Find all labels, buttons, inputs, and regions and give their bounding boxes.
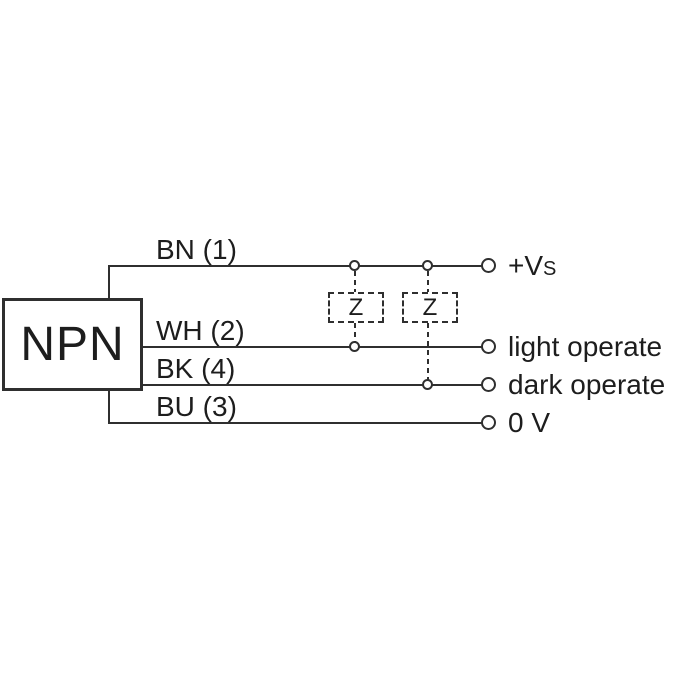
dashed-connector-z1-top <box>354 271 356 292</box>
junction-node-light <box>349 341 360 352</box>
terminal-circle-dark <box>481 377 496 392</box>
impedance-label-2: Z <box>422 293 438 321</box>
dashed-connector-z1-bottom <box>354 323 356 342</box>
device-connector-top <box>108 265 110 300</box>
wire-wh-line <box>142 346 482 348</box>
wire-label-wh: WH (2) <box>156 315 245 346</box>
terminal-label-light: light operate <box>508 331 663 362</box>
terminal-circle-light <box>481 339 496 354</box>
terminal-label-vs: +VS <box>508 251 556 284</box>
terminal-circle-zero <box>481 415 496 430</box>
wire-bk-line <box>142 384 482 386</box>
wire-label-bu: BU (3) <box>156 391 237 422</box>
wire-label-bk: BK (4) <box>156 353 236 384</box>
terminal-label-vs-main: +V <box>508 250 544 281</box>
impedance-box-1: Z <box>328 292 384 323</box>
wire-label-bn: BN (1) <box>156 234 237 265</box>
dashed-connector-z2-top <box>427 271 429 292</box>
terminal-circle-vs <box>481 258 496 273</box>
terminal-label-dark: dark operate <box>508 369 666 400</box>
junction-node-vs-1 <box>349 260 360 271</box>
terminal-label-zero: 0 V <box>508 407 551 438</box>
impedance-label-1: Z <box>348 293 364 321</box>
wire-bn-line <box>108 265 482 267</box>
terminal-label-vs-sub: S <box>543 258 557 280</box>
device-label: NPN <box>20 317 125 371</box>
device-connector-bottom <box>108 389 110 424</box>
junction-node-vs-2 <box>422 260 433 271</box>
device-box: NPN <box>2 298 143 391</box>
impedance-box-2: Z <box>402 292 458 323</box>
dashed-connector-z2-bottom <box>427 323 429 380</box>
wire-bu-line <box>108 422 482 424</box>
junction-node-dark <box>422 379 433 390</box>
